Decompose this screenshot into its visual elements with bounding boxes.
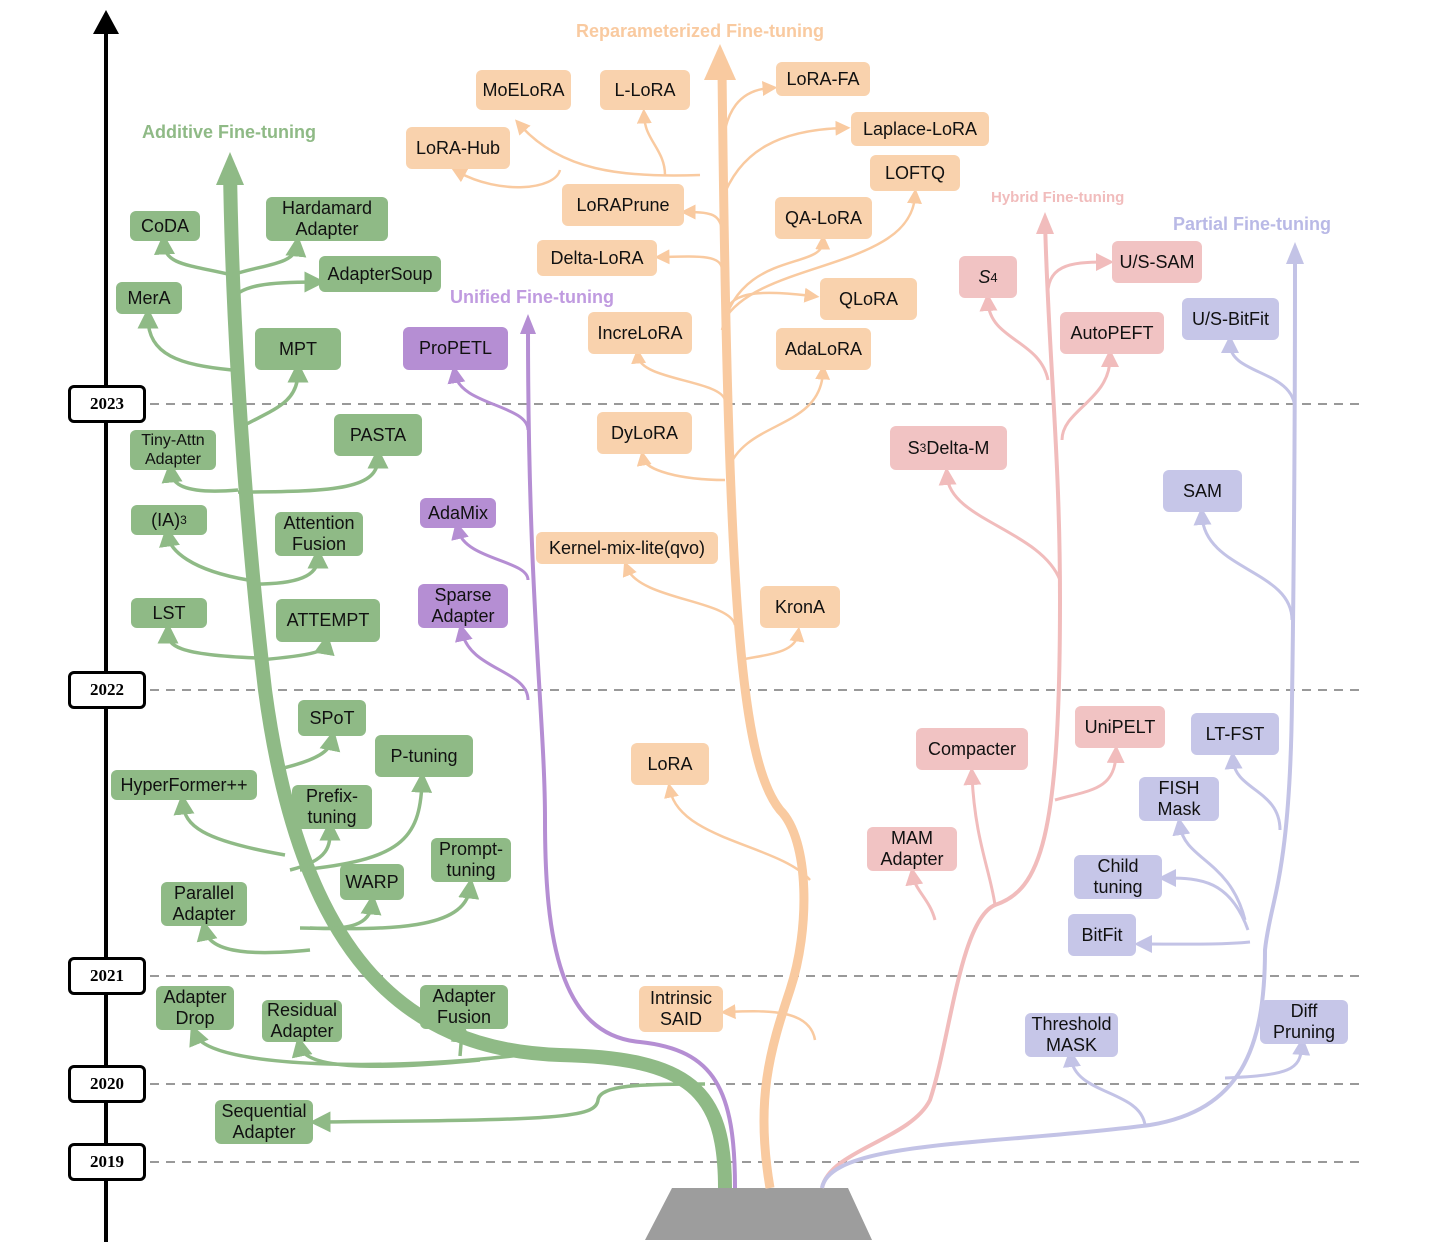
node-sam: SAM (1163, 470, 1242, 512)
node-moelora: MoELoRA (476, 70, 571, 110)
reparam-branches (451, 44, 922, 1189)
node-adamix: AdaMix (420, 498, 496, 528)
reparam-trunk-arrow-icon (704, 44, 736, 80)
node-laplace-lora: Laplace-LoRA (851, 112, 989, 146)
year-label-2021: 2021 (68, 957, 146, 995)
tree-base (645, 1188, 872, 1240)
node-p-tuning: P-tuning (375, 735, 473, 777)
partial-trunk-arrow-icon (1286, 242, 1304, 264)
node-s3delta-prefix: S (907, 437, 920, 458)
node-sparse-adapter: Sparse Adapter (418, 584, 508, 628)
node-adaptersoup: AdapterSoup (319, 256, 441, 292)
node-qa-lora: QA-LoRA (775, 197, 872, 239)
hybrid-branches (820, 212, 1125, 1189)
node-adalora: AdaLoRA (776, 328, 871, 370)
node-lora-hub: LoRA-Hub (406, 127, 510, 169)
node-attempt: ATTEMPT (276, 599, 380, 642)
node-krona: KronA (760, 586, 840, 628)
node-ia3: (IA)3 (131, 505, 207, 535)
node-hardamard-adapter: Hardamard Adapter (266, 197, 388, 241)
partial-branches (820, 242, 1311, 1189)
node-increlora: IncreLoRA (588, 312, 692, 354)
node-unipelt: UniPELT (1075, 706, 1165, 748)
node-fish-mask: FISH Mask (1139, 777, 1219, 821)
unified-trunk-arrow-icon (520, 314, 536, 334)
node-dylora: DyLoRA (597, 412, 692, 454)
time-axis-arrow-icon (93, 10, 119, 34)
hybrid-trunk-arrow-icon (1036, 212, 1054, 234)
hybrid-title: Hybrid Fine-tuning (991, 189, 1125, 206)
node-threshold-mask: Threshold MASK (1025, 1013, 1118, 1057)
node-residual-adapter: Residual Adapter (262, 1000, 342, 1042)
node-s4-subscript: 4 (990, 269, 998, 285)
node-mam-adapter: MAM Adapter (867, 827, 957, 871)
node-compacter: Compacter (916, 728, 1028, 770)
node-loraprune: LoRAPrune (562, 184, 684, 226)
additive-title: Additive Fine-tuning (142, 122, 316, 142)
node-ia3-label: (IA) (151, 509, 181, 530)
node-mera: MerA (116, 282, 182, 314)
node-loftq: LOFTQ (870, 155, 960, 191)
node-adapter-drop: Adapter Drop (156, 986, 234, 1030)
node-lora: LoRA (631, 743, 709, 785)
node-parallel-adapter: Parallel Adapter (161, 882, 247, 926)
node-adapter-fusion: Adapter Fusion (420, 985, 508, 1029)
year-gridlines (150, 403, 1365, 1163)
node-s4-label: S (978, 266, 991, 287)
node-intrinsic-said: Intrinsic SAID (639, 986, 723, 1032)
additive-trunk-arrow-icon (216, 152, 244, 185)
node-lora-fa: LoRA-FA (776, 62, 870, 96)
partial-title: Partial Fine-tuning (1173, 214, 1332, 234)
node-qlora: QLoRA (820, 278, 917, 320)
node-hyperformer: HyperFormer++ (111, 770, 257, 800)
node-autopeft: AutoPEFT (1060, 312, 1164, 354)
unified-title: Unified Fine-tuning (450, 287, 614, 307)
node-propetl: ProPETL (403, 327, 508, 370)
node-bitfit: BitFit (1068, 914, 1136, 956)
time-axis (93, 10, 119, 1242)
unified-branches (447, 314, 737, 1189)
year-label-2023: 2023 (68, 385, 146, 423)
node-l-lora: L-LoRA (600, 70, 690, 110)
node-tiny-attn-adapter: Tiny-Attn Adapter (130, 430, 216, 470)
node-attention-fusion: Attention Fusion (275, 512, 363, 556)
node-s3delta-label: Delta-M (926, 437, 990, 458)
node-prefix-tuning: Prefix- tuning (292, 785, 372, 829)
node-us-bitfit: U/S-BitFit (1182, 298, 1279, 340)
node-mpt: MPT (255, 328, 341, 370)
node-s3delta-superscript: 3 (919, 440, 927, 455)
node-spot: SPoT (298, 700, 366, 736)
node-pasta: PASTA (334, 414, 422, 456)
node-us-sam: U/S-SAM (1112, 241, 1202, 283)
node-lt-fst: LT-FST (1191, 713, 1279, 755)
node-coda: CoDA (130, 211, 200, 241)
node-kernel-mix-lite: Kernel-mix-lite(qvo) (536, 532, 718, 564)
node-sequential-adapter: Sequential Adapter (215, 1100, 313, 1144)
node-warp: WARP (340, 864, 404, 900)
year-label-2020: 2020 (68, 1065, 146, 1103)
node-ia3-superscript: 3 (180, 512, 187, 527)
node-diff-pruning: Diff Pruning (1260, 1000, 1348, 1044)
node-child-tuning: Child tuning (1074, 855, 1162, 899)
year-label-2019: 2019 (68, 1143, 146, 1181)
node-delta-lora: Delta-LoRA (537, 240, 657, 276)
node-lst: LST (131, 598, 207, 628)
node-prompt-tuning: Prompt- tuning (431, 838, 511, 882)
year-label-2022: 2022 (68, 671, 146, 709)
additive-branches (137, 152, 732, 1189)
reparam-title: Reparameterized Fine-tuning (576, 21, 825, 41)
